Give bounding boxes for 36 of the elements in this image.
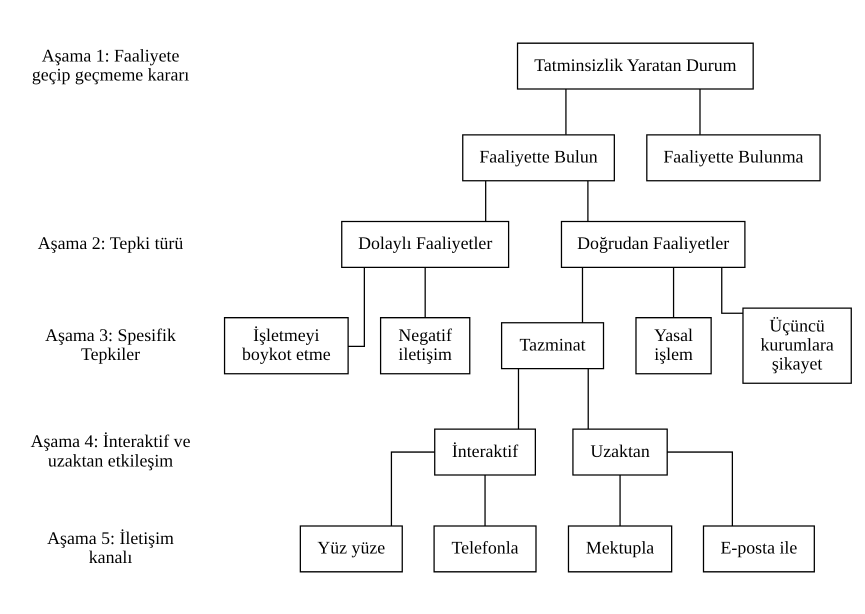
node-box: Tatminsizlik Yaratan Durum [516, 42, 754, 90]
node-box: İnteraktif [434, 428, 536, 476]
node-box: Üçüncü kurumlara şikayet [742, 307, 852, 384]
connector [390, 450, 434, 526]
connector [518, 368, 520, 429]
connector [667, 450, 734, 526]
connector [485, 180, 486, 221]
connector [565, 88, 567, 134]
label: Aşama 5: İletişim kanalı [47, 528, 174, 567]
connector [348, 267, 365, 346]
connector [588, 368, 589, 429]
connector [587, 180, 589, 221]
node-box: İşletmeyi boykot etme [224, 316, 349, 374]
connector [619, 474, 621, 526]
node-box: Faaliyette Bulun [462, 134, 615, 181]
node-box: Faaliyette Bulunma [646, 134, 821, 181]
node-box: Tazminat [500, 322, 604, 369]
connector [721, 267, 743, 314]
label: Aşama 1: Faaliyete geçip geçmeme kararı [32, 44, 190, 84]
label: Aşama 3: Spesifik Tepkiler [45, 324, 176, 364]
connector [672, 266, 674, 317]
connector [484, 474, 486, 526]
node-box: E-posta ile [702, 524, 815, 572]
node-box: Yasal işlem [635, 316, 712, 374]
node-box: Yüz yüze [300, 524, 403, 572]
connector [582, 266, 584, 322]
node-box: Dolaylı Faaliyetler [341, 220, 510, 268]
node-box: Doğrudan Faaliyetler [560, 220, 746, 268]
connector [424, 266, 426, 317]
label: Aşama 4: İnteraktif ve uzaktan etkileşim [30, 430, 191, 470]
connector [699, 88, 701, 134]
label: Aşama 2: Tepki türü [38, 232, 184, 253]
node-box: Mektupla [568, 524, 672, 572]
node-box: Uzaktan [572, 428, 668, 476]
node-box: Telefonla [433, 524, 537, 572]
node-box: Negatif iletişim [380, 316, 470, 374]
